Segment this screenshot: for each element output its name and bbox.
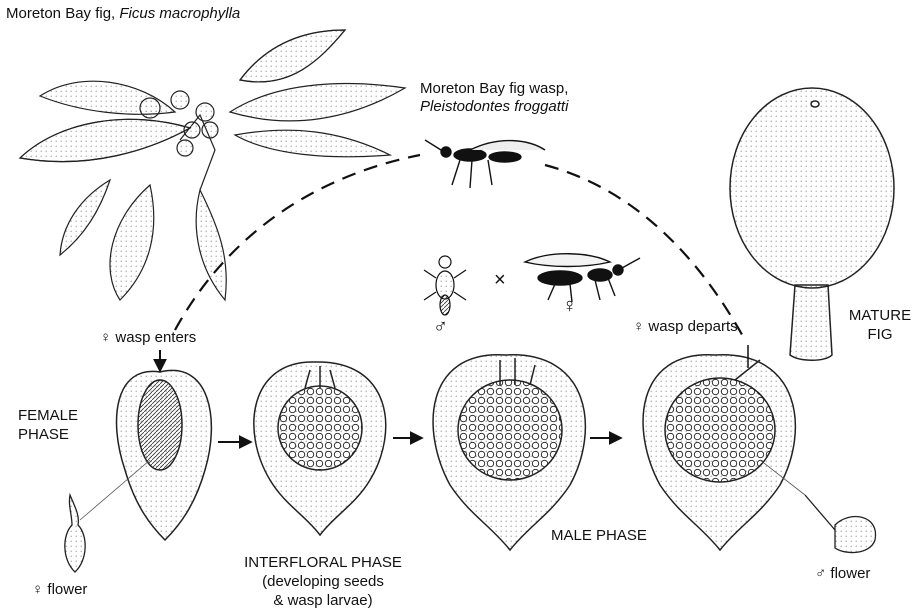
- wasp-name: Moreton Bay fig wasp,: [420, 80, 569, 97]
- mature-fig-label-2: FIG: [867, 326, 893, 343]
- male-flower-label: ♂ flower: [815, 565, 871, 582]
- fig-branch-icon: [18, 29, 407, 302]
- interfloral-label-2: (developing seeds: [262, 573, 384, 590]
- wasp-departs-label: ♀ wasp departs: [633, 318, 738, 335]
- wasp-enters-label: ♀ wasp enters: [100, 329, 197, 346]
- flying-wasp-icon: [424, 139, 546, 189]
- female-flower-label: ♀ flower: [32, 581, 88, 598]
- male-phase-fig-b: [642, 354, 797, 552]
- tree-species: Ficus macrophylla: [119, 5, 241, 22]
- tree-caption: Moreton Bay fig, Ficus macrophylla: [6, 5, 240, 23]
- male-flower-icon: [759, 459, 877, 554]
- male-symbol: ♂: [433, 316, 448, 338]
- tree-name: Moreton Bay fig,: [6, 5, 120, 22]
- female-wasp-icon: [522, 253, 641, 303]
- female-flower-icon: [64, 459, 151, 573]
- interfloral-phase-fig: [253, 361, 387, 537]
- male-phase-fig-a: [432, 354, 587, 552]
- mature-fig-label-1: MATURE: [848, 307, 912, 324]
- female-phase-fig: [115, 369, 213, 542]
- cross-symbol: ×: [494, 269, 506, 291]
- female-phase-label-2: PHASE: [18, 426, 69, 443]
- male-phase-label: MALE PHASE: [551, 527, 647, 544]
- wasp-species: Pleistodontes froggatti: [420, 98, 569, 115]
- mature-fig-icon: [729, 87, 895, 361]
- interfloral-label-3: & wasp larvae): [273, 592, 373, 609]
- female-phase-label-1: FEMALE: [18, 407, 79, 424]
- male-wasp-icon: [423, 255, 467, 316]
- lifecycle-arc: [174, 153, 746, 341]
- interfloral-label-1: INTERFLORAL PHASE: [244, 554, 402, 571]
- female-symbol: ♀: [562, 295, 577, 317]
